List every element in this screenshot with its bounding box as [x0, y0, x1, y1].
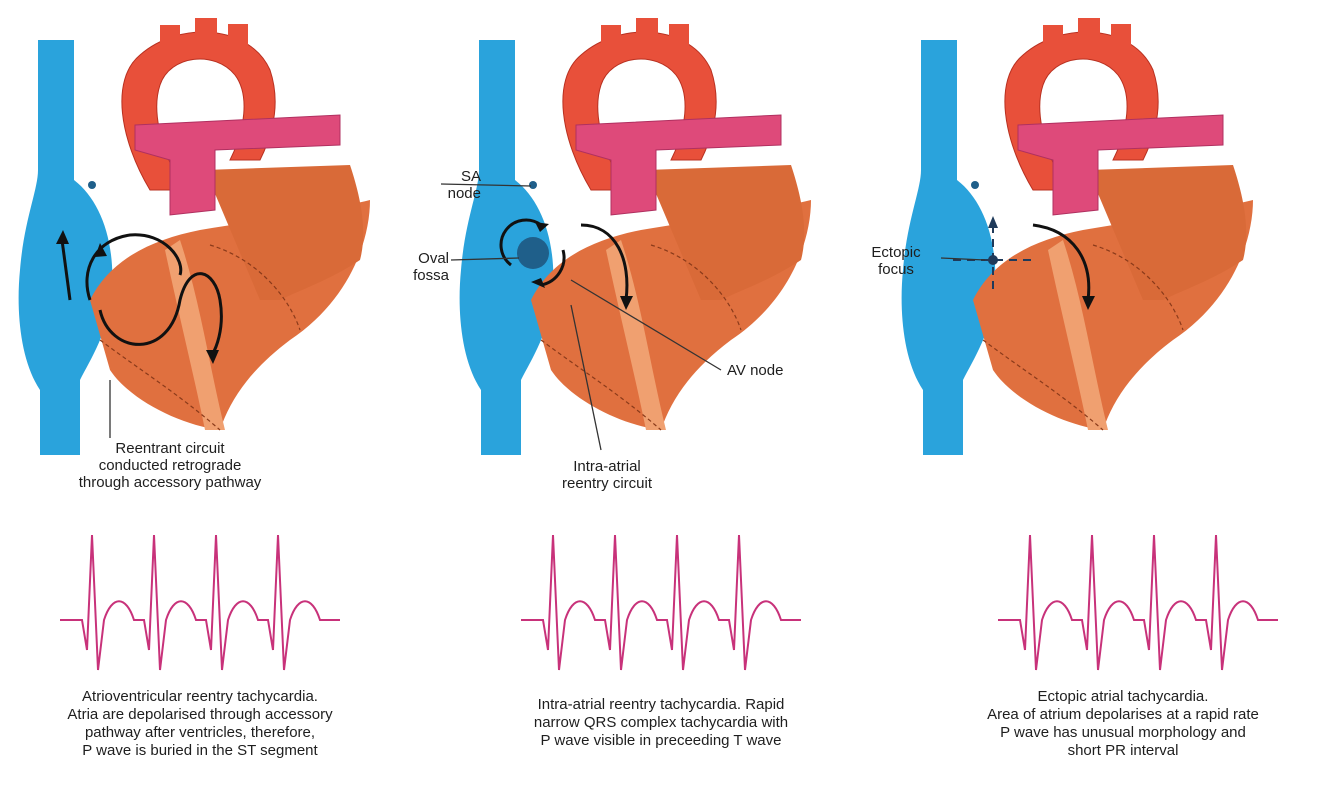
ecg-trace — [998, 530, 1278, 680]
ecg-trace — [60, 530, 340, 680]
ecg-waveform — [521, 535, 801, 670]
ecg-trace — [521, 530, 801, 680]
caption: Ectopic atrial tachycardia.Area of atriu… — [933, 688, 1313, 760]
caption: Atrioventricular reentry tachycardia.Atr… — [0, 688, 400, 760]
ecg-waveform — [998, 535, 1278, 670]
oval-fossa-mark — [517, 237, 549, 269]
ecg-waveform — [60, 535, 340, 670]
av-node-label: AV node — [727, 362, 783, 379]
